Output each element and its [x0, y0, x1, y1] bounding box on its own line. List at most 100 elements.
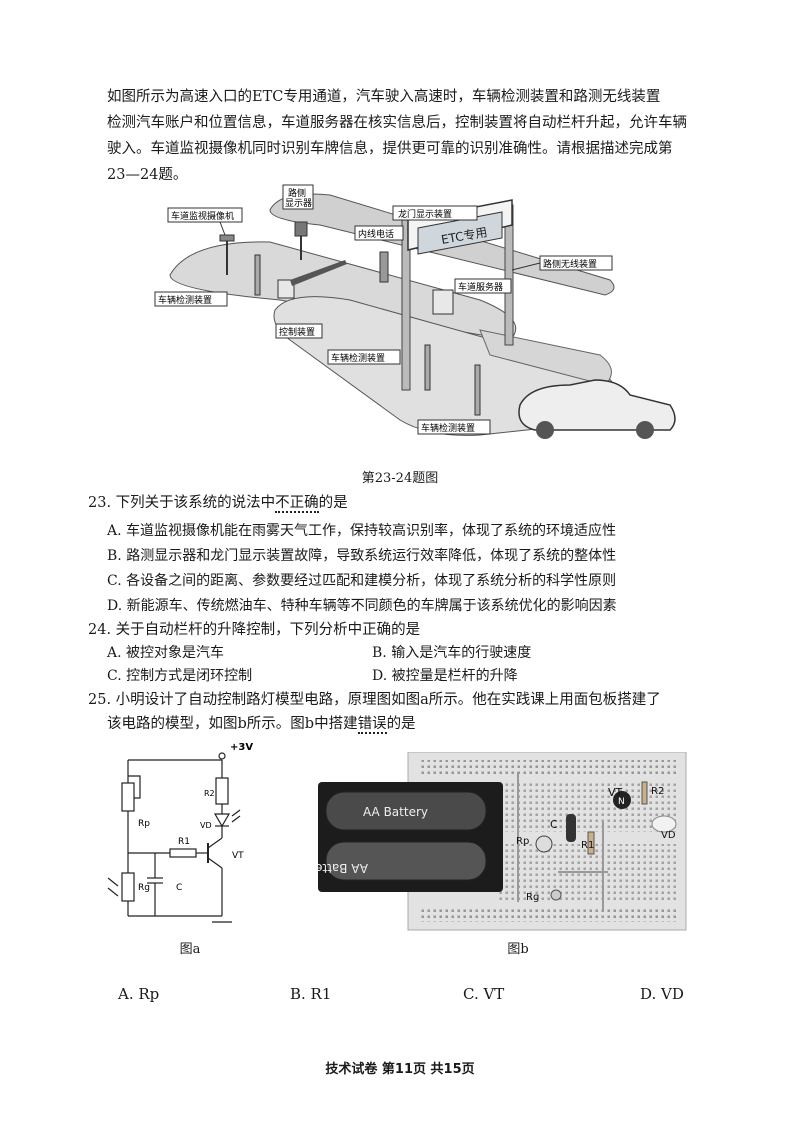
car: [518, 379, 676, 431]
label-lane-server: 车道服务器: [458, 281, 503, 293]
rp-potentiometer: [535, 835, 553, 853]
bb-r1-label: R1: [581, 840, 594, 851]
bb-vt-label: VT: [608, 786, 623, 799]
bb-rp-label: Rp: [516, 836, 529, 847]
intercom-post: [379, 251, 389, 283]
rg-photoresistor: [550, 889, 562, 901]
car-wheel: [536, 421, 554, 439]
label-vehicle-detect-1: 车辆检测装置: [158, 294, 212, 306]
vt-emitter: [207, 857, 223, 869]
emit-arrow: [231, 809, 241, 817]
breadboard-caption: 图b: [507, 942, 529, 957]
q24-stem: 24. 关于自动栏杆的升降控制，下列分析中正确的是: [88, 622, 421, 638]
label-vehicle-detect-2: 车辆检测装置: [331, 352, 385, 364]
q24-option-b[interactable]: B. 输入是汽车的行驶速度: [372, 645, 532, 661]
figure1-caption: 第23-24题图: [361, 471, 439, 486]
circuit-diagram: +3V Rp R2 VD R1 VT Rg C: [107, 742, 253, 923]
capacitor: [566, 814, 576, 842]
breadboard-figure: AA Battery AA Battery N VT R2 C Rp R1 VD…: [318, 752, 687, 931]
battery-top-label: AA Battery: [363, 805, 428, 819]
terminal-strip: [498, 782, 676, 832]
vt-collector: [207, 837, 223, 849]
q25-line2-post: 的是: [386, 716, 416, 732]
intro-line: 如图所示为高速入口的ETC专用通道，汽车驶入高速时，车辆检测装置和路测无线装置: [107, 89, 661, 105]
rp-wiper: [128, 775, 141, 799]
vt-n-mark: N: [618, 797, 625, 807]
battery-cell: [325, 791, 487, 831]
label-box: [392, 205, 478, 221]
q23-stem-emph: 不正确: [275, 495, 319, 513]
barrier-arm: [290, 260, 347, 286]
q23-option-d[interactable]: D. 新能源车、传统燃油车、特种车辆等不同颜色的车牌属于该系统优化的影响因素: [107, 598, 617, 614]
vcc-label: +3V: [230, 742, 253, 753]
r1-resistor: [169, 848, 197, 858]
leader-line: [219, 221, 226, 236]
q23-stem-post: 的是: [318, 495, 348, 511]
bb-rg-label: Rg: [526, 892, 539, 903]
rg-resistor: [121, 872, 135, 902]
q24-option-a[interactable]: A. 被控对象是汽车: [107, 645, 225, 661]
bb-r2-label: R2: [651, 786, 664, 797]
etc-lane-figure: ETC专用 车道监视摄像机 路侧 显示器 龙门显示装置 内线电话 路侧无线装置 …: [154, 184, 676, 439]
q25-line1: 25. 小明设计了自动控制路灯模型电路，原理图如图a所示。他在实践课上用面包板搭…: [88, 692, 661, 708]
q23-option-c[interactable]: C. 各设备之间的距离、参数要经过匹配和建模分析，体现了系统分析的科学性原则: [107, 573, 617, 589]
vcc-terminal: [218, 752, 226, 760]
r2-resistor: [215, 777, 229, 805]
intro-paragraph: 如图所示为高速入口的ETC专用通道，汽车驶入高速时，车辆检测装置和路测无线装置 …: [107, 84, 727, 188]
lane-server: [432, 289, 454, 315]
label-gantry-display: 龙门显示装置: [398, 208, 452, 220]
vd-diode: [213, 813, 231, 828]
intro-line: 驶入。车道监视摄像机同时识别车牌信息，提供更可靠的识别准确性。请根据描述完成第: [107, 141, 673, 157]
label-roadside-display-1: 路侧: [288, 187, 306, 199]
q25-line2-pre: 该电路的模型，如图b所示。图b中搭建: [107, 716, 358, 732]
rg-label: Rg: [138, 883, 150, 893]
r1-label: R1: [178, 837, 190, 847]
emit-arrow: [231, 815, 241, 823]
vd-led: [651, 815, 677, 833]
vt-label: VT: [232, 851, 244, 861]
power-rail: [418, 760, 676, 776]
c-label: C: [176, 883, 182, 893]
q24-option-c[interactable]: C. 控制方式是闭环控制: [107, 668, 253, 684]
leader-line: [511, 262, 541, 271]
q25-option-d[interactable]: D. VD: [640, 985, 684, 1003]
rp-resistor: [121, 782, 135, 812]
q23-option-b[interactable]: B. 路测显示器和龙门显示装置故障，导致系统运行效率降低，体现了系统的整体性: [107, 548, 617, 564]
camera: [219, 234, 235, 242]
label-box: [417, 419, 491, 435]
vt-transistor: [613, 791, 631, 809]
q25-line2: 该电路的模型，如图b所示。图b中搭建错误的是: [107, 713, 416, 735]
label-box: [167, 207, 243, 223]
intro-line: 23—24题。: [107, 167, 188, 183]
vehicle-detector-post: [254, 254, 261, 296]
r1-resistor: [587, 831, 595, 855]
light-arrow: [107, 887, 119, 897]
label-box: [354, 225, 404, 241]
label-camera: 车道监视摄像机: [171, 210, 234, 222]
r2-resistor: [641, 781, 648, 805]
control-device-box: [277, 279, 295, 299]
label-box: [282, 184, 314, 210]
q25-option-c[interactable]: C. VT: [463, 985, 505, 1003]
vd-label: VD: [200, 821, 212, 830]
vehicle-detector-post: [424, 344, 431, 391]
power-rail: [418, 906, 676, 922]
label-control-device: 控制装置: [279, 326, 315, 338]
label-roadside-display-2: 显示器: [285, 198, 312, 209]
q23-stem-pre: 23. 下列关于该系统的说法中: [88, 495, 276, 511]
q25-option-b[interactable]: B. R1: [290, 985, 332, 1003]
q24-option-d[interactable]: D. 被控量是栏杆的升降: [372, 668, 518, 684]
label-intercom: 内线电话: [358, 228, 394, 240]
q25-line2-emph: 错误: [357, 716, 387, 734]
rp-label: Rp: [138, 819, 150, 829]
bb-c-label: C: [550, 818, 558, 831]
roadside-display: [294, 221, 308, 237]
label-box: [275, 323, 323, 339]
intro-line: 检测汽车账户和位置信息，车道服务器在核实信息后，控制装置将自动栏杆升起，允许车辆: [107, 115, 687, 131]
bb-vd-label: VD: [661, 830, 676, 841]
q25-option-a[interactable]: A. Rp: [118, 985, 160, 1003]
label-box: [454, 278, 512, 294]
q23-option-a[interactable]: A. 车道监视摄像机能在雨雾天气工作，保持较高识别率，体现了系统的环境适应性: [107, 523, 617, 539]
car-wheel: [636, 421, 654, 439]
circuit-caption: 图a: [179, 942, 201, 957]
